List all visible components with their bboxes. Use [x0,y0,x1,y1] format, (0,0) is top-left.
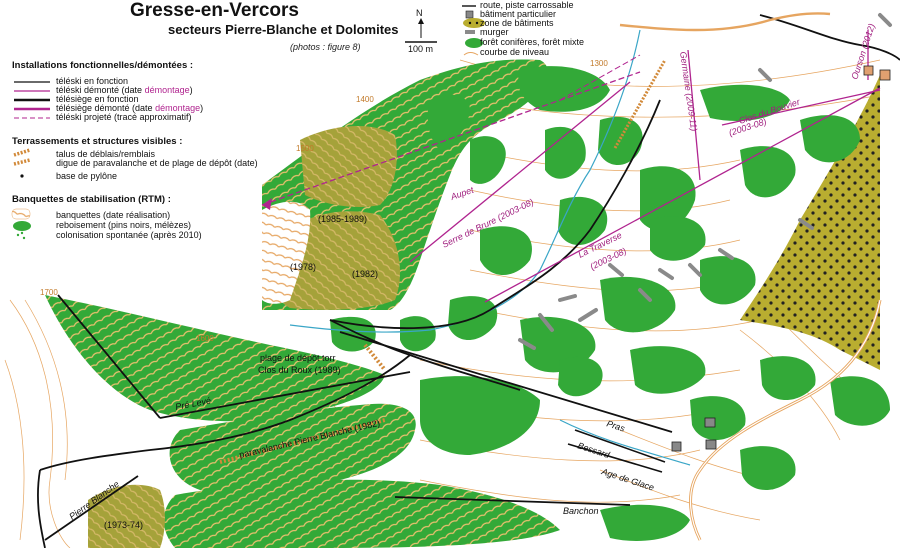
legend-teleski-fonction: téléski en fonction [56,76,129,86]
top-legend-zone: zone de bâtiments [480,18,554,28]
legend-telesiege-fonction: télésiège en fonction [56,94,139,104]
legend-digue: digue de paravalanche et de plage de dép… [56,158,258,168]
legend-section-banquettes: Banquettes de stabilisation (RTM) : [12,194,171,205]
top-legend-murger: murger [480,27,509,37]
legend-reboisement: reboisement (pins noirs, mélèzes) [56,220,192,230]
contour-label-1500: 1500 [296,144,314,153]
banquettes-bare [262,201,311,304]
road-top [619,12,831,32]
legend-telesiege-demonte: télésiège démonté (date démontage) [56,103,204,113]
lift-banchon-label: Banchon [563,506,599,516]
ski-lifts [44,30,881,541]
photos-note: (photos : figure 8) [290,42,361,52]
reboisement-zone-2 [300,125,397,207]
scale-label: 100 m [408,44,434,54]
forest-patches [330,66,890,541]
label-1973-74: (1973-74) [104,520,143,530]
legend-colonisation: colonisation spontanée (après 2010) [56,230,202,240]
lift-aupet-label: Aupet [448,185,475,203]
lift-bessard-label: Bessard [576,440,611,460]
forest-banchon [163,479,560,548]
top-legend-road: route, piste carrossable [480,0,574,10]
label-1982: (1982) [352,269,378,279]
lift-age-glace-label: Age de Glace [599,466,655,493]
legend-talus: talus de déblais/remblais [56,149,156,159]
north-arrow-head [418,18,424,24]
contour-label-1700: 1700 [40,288,58,297]
road-curvy-inner [689,299,881,541]
murgers [518,13,892,350]
legend-banquettes: banquettes (date réalisation) [56,210,171,220]
label-1978: (1978) [290,262,316,272]
banquettes-1973 [88,484,165,548]
buildings [671,65,891,452]
roads [37,14,900,548]
top-legend-contour: courbe de niveau [480,47,550,57]
map-subtitle: secteurs Pierre-Blanche et Dolomites [168,22,399,37]
legend-section-terrassements: Terrassements et structures visibles : [12,136,183,147]
legend-section-installations: Installations fonctionnelles/démontées : [12,60,194,71]
north-label: N [416,8,423,18]
contour-label-1300: 1300 [590,59,608,68]
stream-lower [559,419,691,466]
top-legend-forest: forêt conifères, forêt mixte [480,37,585,47]
legend-teleski-projete: téléski projeté (tracé approximatif) [56,112,192,122]
lift-germaine-label: Germaine (2009-11) [678,51,699,132]
forest-paravalanche [169,403,416,492]
contour-label-1600: 1600 [196,334,214,343]
label-plage-1: plage de dépôt torr [260,353,336,363]
forest-pre-leve [45,295,385,422]
top-legend-building: bâtiment particulier [480,9,557,19]
stream [289,29,641,333]
map-title: Gresse-en-Vercors [130,0,299,21]
label-1985-1989: (1985-1989) [318,214,367,224]
legend-teleski-demonte: téléski démonté (date démontage) [56,85,193,95]
label-plage-2: Clos du Roux (1989) [258,365,341,375]
legend-pylone: base de pylône [56,171,118,181]
legend-symbols [11,5,485,240]
contour-label-1400: 1400 [356,95,374,104]
